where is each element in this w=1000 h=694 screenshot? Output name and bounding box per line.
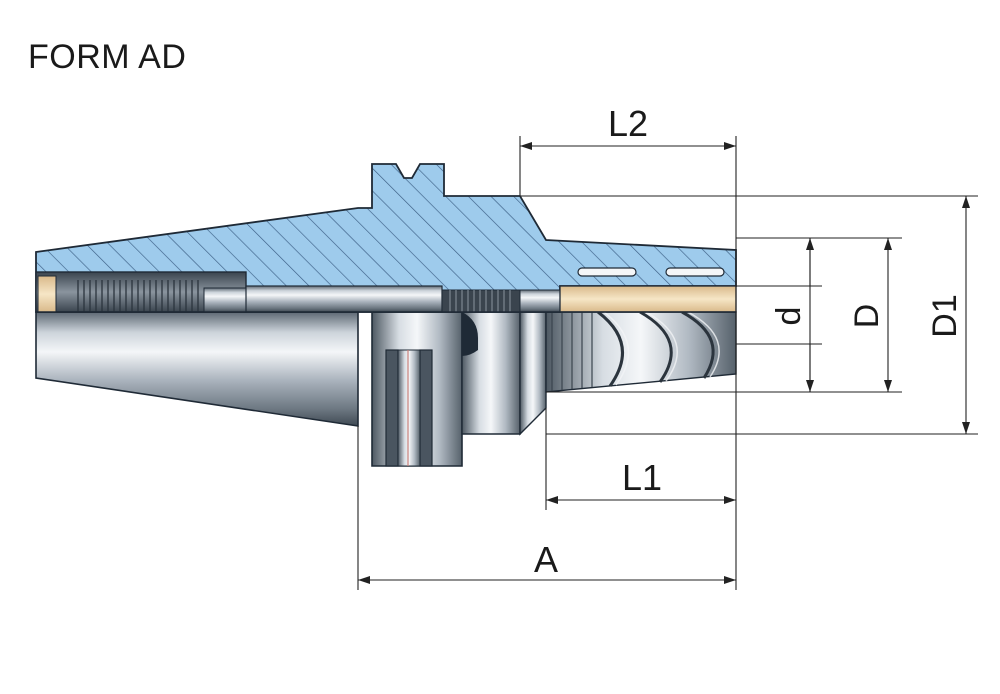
nose-slot-right xyxy=(665,267,725,277)
bore-thread xyxy=(77,280,199,312)
form-title: FORM AD xyxy=(28,38,187,76)
taper-shank-outside xyxy=(35,311,359,427)
clamping-bore-tool xyxy=(559,285,737,313)
label-d: d xyxy=(770,307,808,326)
nose-grip-rings xyxy=(551,312,593,391)
label-A: A xyxy=(534,539,558,580)
label-L2: L2 xyxy=(608,103,648,144)
sectioned-view xyxy=(35,163,737,313)
bore-insert-brass xyxy=(37,275,57,313)
label-L1: L1 xyxy=(622,457,662,498)
dimension-lines xyxy=(357,136,978,590)
through-bore xyxy=(245,285,443,313)
set-screw xyxy=(441,289,521,313)
nose-slot-left xyxy=(577,267,637,277)
label-D1: D1 xyxy=(926,294,964,337)
label-D: D xyxy=(848,304,886,329)
outside-view xyxy=(35,310,737,467)
v-groove-ring-left xyxy=(385,349,399,467)
nose-outside xyxy=(545,311,737,393)
shoulder-outside xyxy=(519,311,547,436)
v-groove-ring-right xyxy=(419,349,433,467)
spiral-flutes xyxy=(597,310,715,387)
